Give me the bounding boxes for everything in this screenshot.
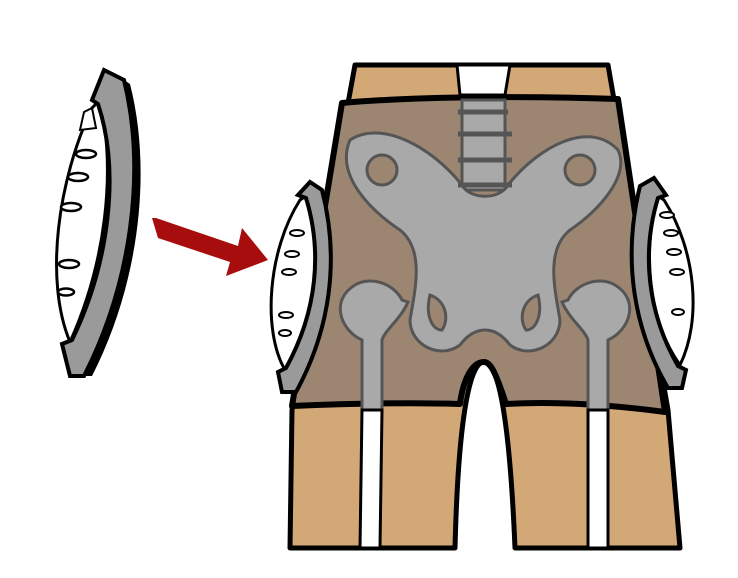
hip-pad-right — [629, 175, 695, 390]
body — [287, 62, 683, 551]
arrow-right-icon — [152, 218, 268, 276]
pelvis-icon — [344, 98, 623, 353]
femur-icon — [338, 279, 632, 412]
hip-pad-left — [269, 179, 333, 394]
hip-pad-icon — [55, 67, 141, 378]
